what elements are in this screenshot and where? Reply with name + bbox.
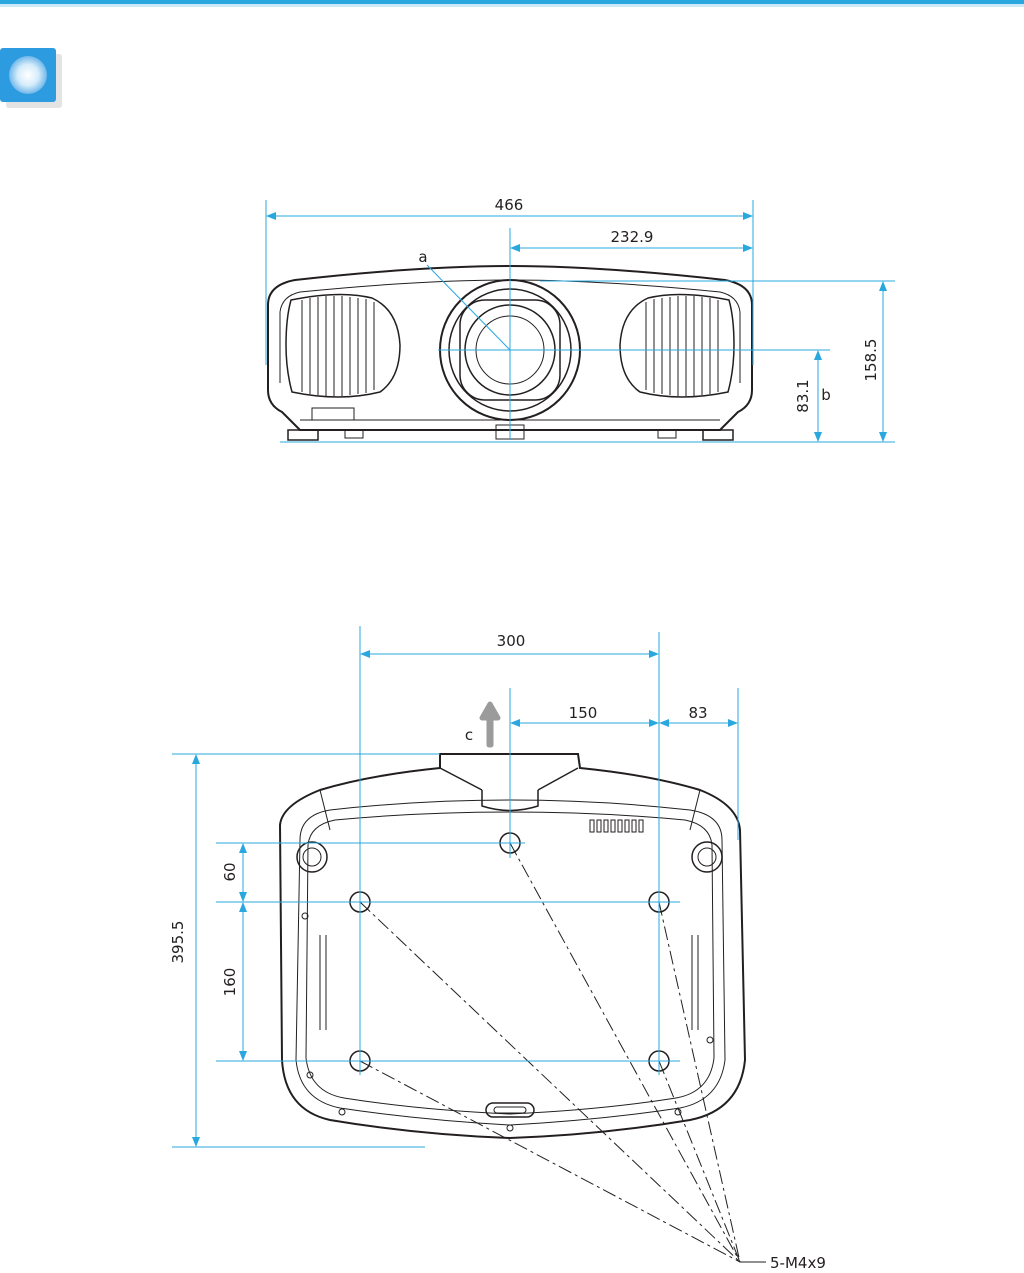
header-rule bbox=[0, 0, 1024, 7]
callout-a: a bbox=[418, 248, 427, 266]
dim-depth-total: 395.5 bbox=[169, 921, 187, 964]
bottom-view-drawing bbox=[280, 704, 766, 1262]
callout-b: b bbox=[821, 386, 831, 404]
dim-width-total: 466 bbox=[495, 196, 524, 214]
section-marker-icon bbox=[0, 48, 62, 108]
dim-mount-to-edge: 83 bbox=[688, 704, 707, 722]
dim-mount-spacing: 300 bbox=[497, 632, 526, 650]
dim-front-to-row1: 60 bbox=[221, 862, 239, 881]
dim-row-spacing: 160 bbox=[221, 968, 239, 997]
screw-spec-label: 5-M4x9 bbox=[770, 1254, 826, 1272]
dim-center-to-mount: 150 bbox=[569, 704, 598, 722]
dim-lens-height: 83.1 bbox=[794, 379, 812, 412]
dim-height-total: 158.5 bbox=[862, 339, 880, 382]
callout-c: c bbox=[465, 726, 473, 744]
dim-width-half: 232.9 bbox=[611, 228, 654, 246]
